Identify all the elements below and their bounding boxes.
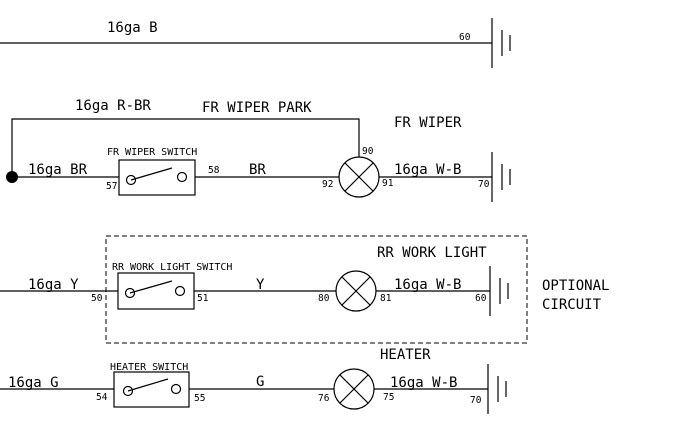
heater-lamp-in-terminal: 76: [318, 393, 330, 404]
heater-mid-wire-label: G: [256, 374, 264, 390]
work-switch-in-terminal: 50: [91, 293, 103, 304]
wiper-motor-symbol: [338, 156, 380, 198]
top-ground-icon: [491, 18, 511, 68]
optional-label-line2: CIRCUIT: [542, 297, 602, 313]
heater-circuit: HEATER 16ga G 54 HEATER SWITCH 55 G 76 7…: [0, 347, 507, 414]
wiper-mid-wire-label: BR: [249, 162, 266, 178]
park-wire: [11, 118, 360, 177]
park-wire-label: 16ga R-BR: [75, 98, 151, 114]
heater-title: HEATER: [380, 347, 431, 363]
work-light-switch: [117, 272, 195, 310]
top-ground-terminal: 60: [459, 32, 471, 43]
heater-switch-out-terminal: 55: [194, 393, 205, 404]
wiper-switch-in-terminal: 57: [106, 181, 117, 192]
wiper-park-title: FR WIPER PARK: [202, 100, 312, 116]
wiper-ground-terminal: 70: [478, 179, 490, 190]
wiper-switch: [118, 159, 196, 196]
heater-input-wire-label: 16ga G: [8, 375, 59, 391]
work-switch-out-terminal: 51: [197, 293, 209, 304]
wiper-ground-wire-label: 16ga W-B: [394, 162, 461, 178]
heater-switch-in-terminal: 54: [96, 392, 108, 403]
wiper-motor-park-terminal: 90: [362, 146, 374, 157]
heater-switch: [113, 371, 190, 408]
work-ground-terminal: 60: [475, 293, 487, 304]
optional-circuit-box: [105, 235, 528, 344]
wiper-motor-out-terminal: 91: [382, 178, 394, 189]
work-light-circuit: RR WORK LIGHT OPTIONAL CIRCUIT 16ga Y 50…: [0, 235, 609, 344]
heater-ground-icon: [487, 364, 507, 414]
top-wire-label: 16ga B: [107, 20, 158, 36]
wiper-switch-label: FR WIPER SWITCH: [107, 147, 197, 158]
work-light-switch-label: RR WORK LIGHT SWITCH: [112, 262, 232, 273]
heater-lamp-out-terminal: 75: [383, 392, 394, 403]
top-circuit: 16ga B 60: [0, 18, 511, 68]
work-input-wire-label: 16ga Y: [28, 277, 79, 293]
work-ground-wire-label: 16ga W-B: [394, 277, 461, 293]
heater-ground-wire-label: 16ga W-B: [390, 375, 457, 391]
heater-ground-terminal: 70: [470, 395, 482, 406]
work-lamp-in-terminal: 80: [318, 293, 330, 304]
work-mid-wire-label: Y: [256, 277, 265, 293]
wiper-switch-out-terminal: 58: [208, 165, 220, 176]
work-light-title: RR WORK LIGHT: [377, 245, 487, 261]
optional-label-line1: OPTIONAL: [542, 278, 609, 294]
work-ground-icon: [489, 266, 509, 316]
work-lamp-out-terminal: 81: [380, 293, 392, 304]
wiper-ground-icon: [491, 152, 511, 202]
wiper-input-wire-label: 16ga BR: [28, 162, 88, 178]
heater-lamp-symbol: [333, 368, 375, 410]
wiper-title: FR WIPER: [394, 115, 462, 131]
wiper-motor-in-terminal: 92: [322, 179, 333, 190]
wiper-circuit: 16ga R-BR FR WIPER PARK FR WIPER 90 16ga…: [6, 98, 511, 202]
work-lamp-symbol: [335, 270, 377, 312]
heater-switch-label: HEATER SWITCH: [110, 362, 188, 373]
